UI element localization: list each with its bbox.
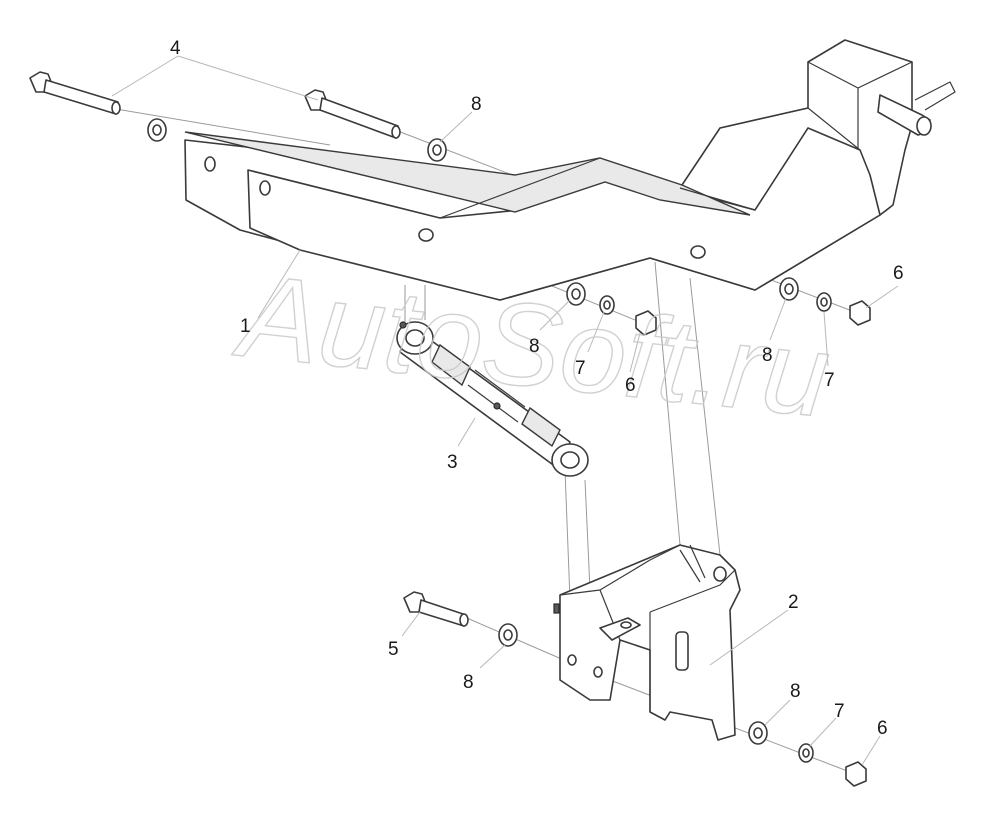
callout-6-lower-right: 6 — [877, 718, 888, 739]
callout-3: 3 — [447, 452, 458, 473]
callout-8-mid-left: 8 — [529, 336, 540, 357]
lower-bracket-part-2 — [553, 544, 741, 741]
callout-1: 1 — [240, 316, 251, 337]
callout-8-lower-right: 8 — [790, 681, 801, 702]
callout-6-mid-right: 6 — [893, 263, 904, 284]
callout-5: 5 — [388, 639, 399, 660]
callout-4: 4 — [170, 38, 181, 59]
lock-washers — [599, 292, 832, 763]
long-bolt-a — [29, 71, 121, 115]
callout-2: 2 — [788, 592, 799, 613]
washers — [147, 118, 799, 745]
callout-8-mid-right: 8 — [762, 345, 773, 366]
nuts — [635, 300, 871, 787]
short-bolt-part-5 — [403, 591, 469, 627]
long-bolt-b — [304, 89, 401, 139]
callout-leaders — [111, 55, 899, 766]
tie-rod-part-3 — [396, 321, 589, 477]
callout-8-top: 8 — [471, 94, 482, 115]
main-bracket-part-1 — [184, 39, 956, 301]
callout-numbers: 4 8 1 8 7 6 3 8 7 6 2 5 8 8 7 6 — [170, 38, 904, 739]
callout-7-mid-right: 7 — [824, 370, 835, 391]
callout-8-lower-left: 8 — [463, 672, 474, 693]
callout-6-mid-left: 6 — [625, 375, 636, 396]
callout-7-lower-right: 7 — [834, 701, 845, 722]
callout-7-mid-left: 7 — [575, 358, 586, 379]
